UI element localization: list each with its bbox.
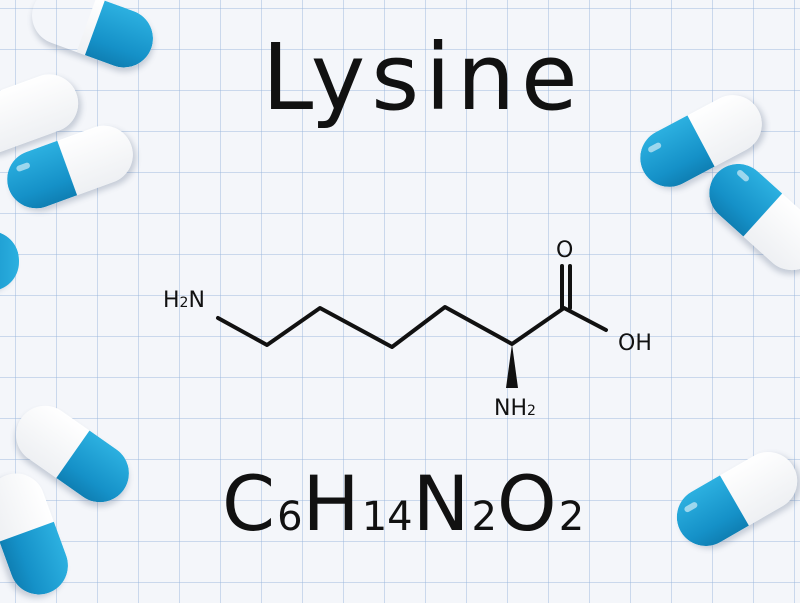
hydroxyl-label: OH [618, 331, 652, 356]
alpha-amine-label: NH2 [494, 396, 536, 421]
amine-label-left: H2N [163, 288, 205, 313]
page-title: Lysine [262, 24, 584, 131]
carbonyl-oxygen-label: O [556, 238, 574, 263]
wedge-bond [506, 344, 518, 388]
molecular-formula: C6H14N2O2 [222, 459, 585, 548]
